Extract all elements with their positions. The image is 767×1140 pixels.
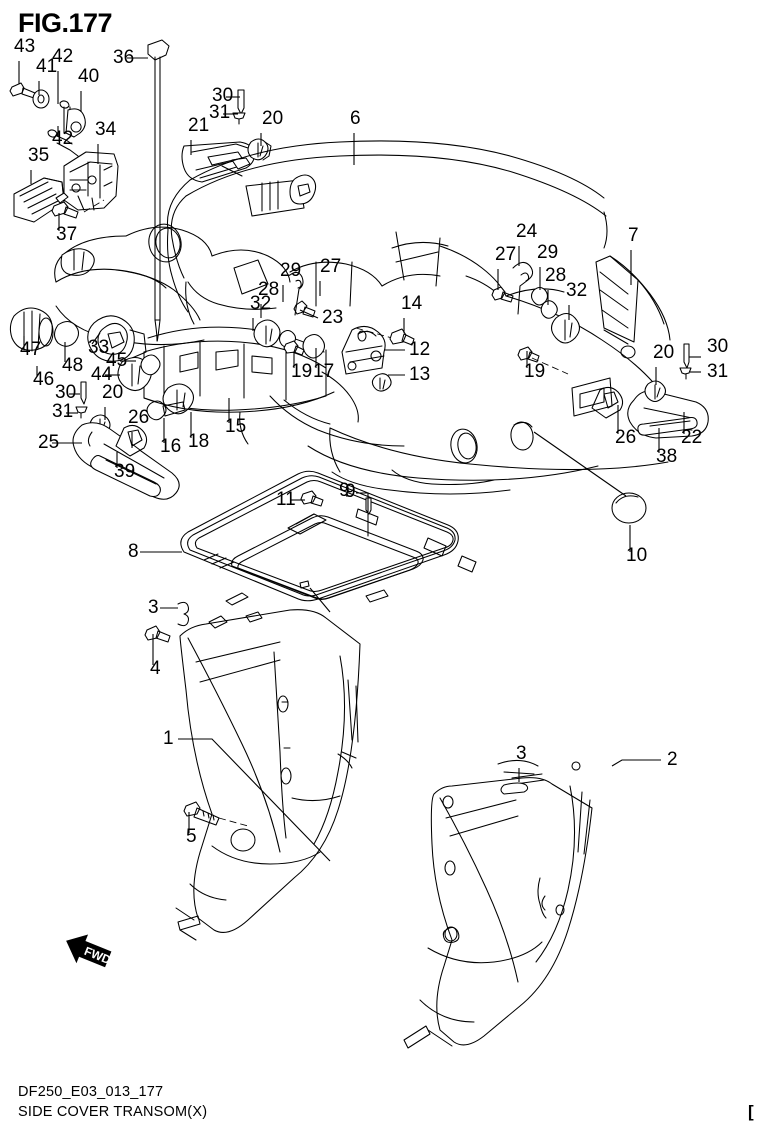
callout-number: 1 — [163, 728, 174, 749]
callout-number: 19 — [524, 361, 545, 382]
callout-leader-23 — [299, 309, 319, 319]
callout-leader-lines — [18, 57, 701, 862]
callout-number: 20 — [653, 342, 674, 363]
callout-number: 31 — [52, 401, 73, 422]
callout-number: 26 — [615, 427, 636, 448]
part-2-side-cover-right — [403, 759, 593, 1049]
callout-number: 22 — [681, 427, 702, 448]
corner-bracket-mark: [ — [748, 1102, 754, 1121]
callout-number: 30 — [212, 85, 233, 106]
callout-number: 25 — [38, 432, 59, 453]
callout-number: 11 — [276, 489, 296, 510]
callout-number: 5 — [186, 826, 197, 847]
part-1-side-cover-left — [144, 601, 361, 941]
fwd-orientation-marker: FWD — [66, 934, 113, 967]
callout-number: 4 — [150, 658, 161, 679]
callout-number: 35 — [28, 145, 49, 166]
callout-number: 6 — [350, 108, 361, 129]
callout-number: 39 — [114, 461, 135, 482]
footer-assembly-name: SIDE COVER TRANSOM(X) — [18, 1104, 208, 1120]
callout-number: 40 — [78, 66, 99, 87]
callout-number: 28 — [545, 265, 566, 286]
callout-number: 38 — [656, 446, 677, 467]
callout-number: 32 — [250, 293, 271, 314]
callout-leader-9 — [356, 492, 369, 512]
callout-number: 7 — [628, 225, 639, 246]
footer-code: DF250_E03_013_177 — [18, 1084, 164, 1100]
body-plugs — [450, 421, 647, 524]
callout-number: 23 — [322, 307, 343, 328]
callout-number: 47 — [20, 339, 41, 360]
footer-block: DF250_E03_013_177 SIDE COVER TRANSOM(X) — [18, 1082, 207, 1122]
callout-number: 29 — [537, 242, 558, 263]
callout-number: 8 — [128, 541, 139, 562]
callout-number: 20 — [262, 108, 283, 129]
callout-number: 30 — [55, 382, 76, 403]
callout-number: 14 — [401, 293, 423, 314]
callout-number: 9 — [339, 480, 350, 501]
callout-number: 18 — [188, 431, 209, 452]
figure-title: FIG.177 — [18, 8, 113, 38]
callout-number: 33 — [88, 337, 109, 358]
callout-number: 2 — [667, 749, 678, 770]
callout-number: 16 — [160, 436, 181, 457]
callout-number: 41 — [36, 56, 57, 77]
callout-number: 30 — [707, 336, 728, 357]
callout-number: 48 — [62, 355, 83, 376]
cowling-lower-skirt — [185, 281, 599, 495]
part-8-seal-frame — [180, 470, 477, 613]
callout-number: 32 — [566, 280, 587, 301]
callout-number: 13 — [409, 364, 430, 385]
callout-number: 20 — [102, 382, 123, 403]
callout-number: 15 — [225, 416, 246, 437]
upper-left-fasteners — [9, 82, 119, 223]
part-6-cowling-upper — [9, 140, 608, 500]
callout-leader-2 — [611, 759, 661, 767]
right-fastener-cluster — [491, 261, 709, 439]
callout-number: 31 — [707, 361, 728, 382]
callout-numbers: 1234567891011121314151617181920212223242… — [14, 36, 728, 847]
callout-number: 43 — [14, 36, 35, 57]
callout-number: 44 — [91, 364, 113, 385]
callout-number: 12 — [409, 339, 430, 360]
callout-number: 3 — [516, 743, 527, 764]
callout-number: 28 — [258, 279, 279, 300]
callout-number: 45 — [106, 350, 127, 371]
callout-number: 42 — [52, 128, 73, 149]
callout-number: 46 — [33, 369, 54, 390]
callout-number: 31 — [209, 102, 230, 123]
callout-number: 27 — [320, 256, 341, 277]
callout-number: 36 — [113, 47, 134, 68]
callout-number: 3 — [148, 597, 159, 618]
callout-number: 9 — [345, 481, 356, 502]
callout-number: 21 — [188, 115, 209, 136]
callout-number: 19 — [291, 361, 312, 382]
callout-number: 34 — [95, 119, 117, 140]
callout-number: 26 — [128, 407, 149, 428]
callout-number: 37 — [56, 224, 77, 245]
callout-number: 17 — [313, 361, 334, 382]
callout-leader-33 — [91, 332, 101, 345]
callout-number: 29 — [280, 260, 301, 281]
callout-number: 24 — [516, 221, 538, 242]
callout-number: 10 — [626, 545, 647, 566]
callout-number: 27 — [495, 244, 516, 265]
callout-leader-1 — [178, 738, 331, 862]
part-36-rod — [147, 39, 170, 342]
callout-number: 42 — [52, 46, 73, 67]
